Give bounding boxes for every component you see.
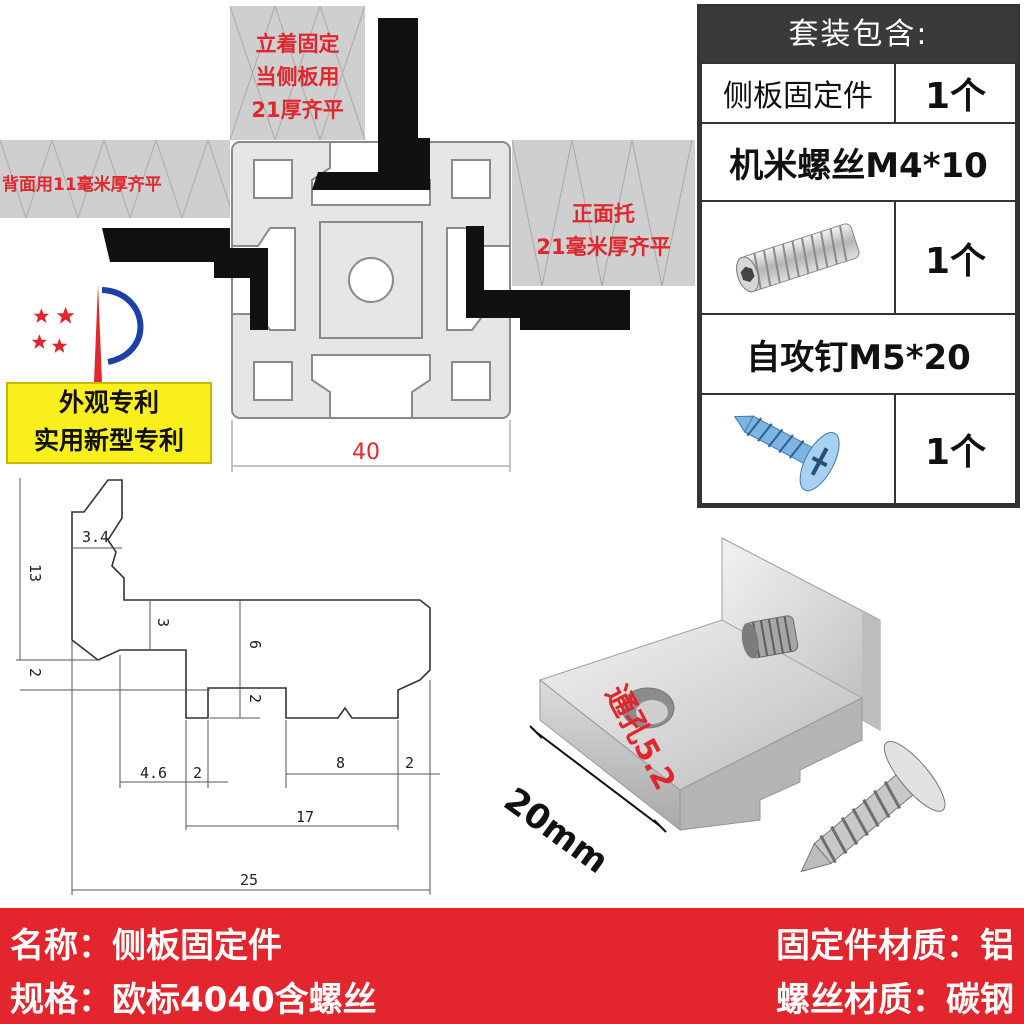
front-note-line1: 正面托 xyxy=(572,202,635,226)
footer-banner: 名称：侧板固定件 规格：欧标4040含螺丝 固定件材质：铝 螺丝材质：碳钢 xyxy=(0,908,1024,1024)
kit-table: 套装包含: 侧板固定件 1个 机米螺丝M4*10 1个 自攻钉M5*20 xyxy=(697,4,1020,508)
top-note: 立着固定 当侧板用 21厚齐平 xyxy=(230,28,365,127)
profile-diagram: 立着固定 当侧板用 21厚齐平 背面用11毫米厚齐平 正面托 21毫米厚齐平 xyxy=(0,0,700,480)
front-note: 正面托 21毫米厚齐平 xyxy=(512,198,695,264)
aluminum-profile-4040 xyxy=(102,18,630,472)
product-name: 名称：侧板固定件 xyxy=(10,926,282,966)
top-note-line1: 立着固定 xyxy=(255,32,340,56)
top-note-line3: 21厚齐平 xyxy=(251,98,344,122)
dim-17: 17 xyxy=(296,808,314,826)
self-tapping-screw-icon xyxy=(733,415,840,492)
clip-material: 固定件材质：铝 xyxy=(776,926,1014,966)
top-note-line2: 当侧板用 xyxy=(255,65,340,89)
dim-3-4: 3.4 xyxy=(82,528,109,546)
dim-8: 8 xyxy=(336,754,345,772)
kit-title: 套装包含: xyxy=(700,7,1017,62)
kit-item-1-name: 侧板固定件 xyxy=(700,62,896,124)
dim-25: 25 xyxy=(240,871,258,889)
clip-technical-drawing: 3.4 13 2 3 6 2 4.6 2 8 2 17 25 xyxy=(16,478,440,895)
dim-2-right: 2 xyxy=(405,754,414,772)
dim-2-slot: 2 xyxy=(193,764,202,782)
dim-3: 3 xyxy=(154,618,172,627)
set-screw-icon xyxy=(736,222,860,292)
patent-line2: 实用新型专利 xyxy=(33,426,184,455)
product-photo xyxy=(529,537,946,873)
dim-2-left: 2 xyxy=(26,668,44,677)
patent-badge: 外观专利 实用新型专利 xyxy=(6,382,212,464)
back-note: 背面用11毫米厚齐平 xyxy=(2,175,162,195)
front-note-line2: 21毫米厚齐平 xyxy=(536,235,671,259)
patent-line1: 外观专利 xyxy=(58,388,159,417)
dim-13: 13 xyxy=(26,564,44,582)
profile-width-label: 40 xyxy=(352,440,380,465)
kit-item-3-image xyxy=(700,393,896,505)
kit-item-3-qty: 1个 xyxy=(894,393,1017,505)
kit-item-2-image xyxy=(700,200,896,315)
back-panel-band xyxy=(0,140,230,218)
kit-item-2-qty: 1个 xyxy=(894,200,1017,315)
brand-logo xyxy=(31,284,144,382)
dim-6: 6 xyxy=(246,640,264,649)
dim-2-mid: 2 xyxy=(246,694,264,703)
front-panel-band xyxy=(512,140,695,286)
screw-material: 螺丝材质：碳钢 xyxy=(776,980,1014,1020)
kit-item-1-qty: 1个 xyxy=(894,62,1017,124)
product-spec: 规格：欧标4040含螺丝 xyxy=(10,980,377,1020)
kit-item-3-name: 自攻钉M5*20 xyxy=(700,313,1017,395)
kit-item-2-name: 机米螺丝M4*10 xyxy=(700,122,1017,202)
dim-4-6: 4.6 xyxy=(140,764,167,782)
top-panel-band xyxy=(230,6,365,140)
